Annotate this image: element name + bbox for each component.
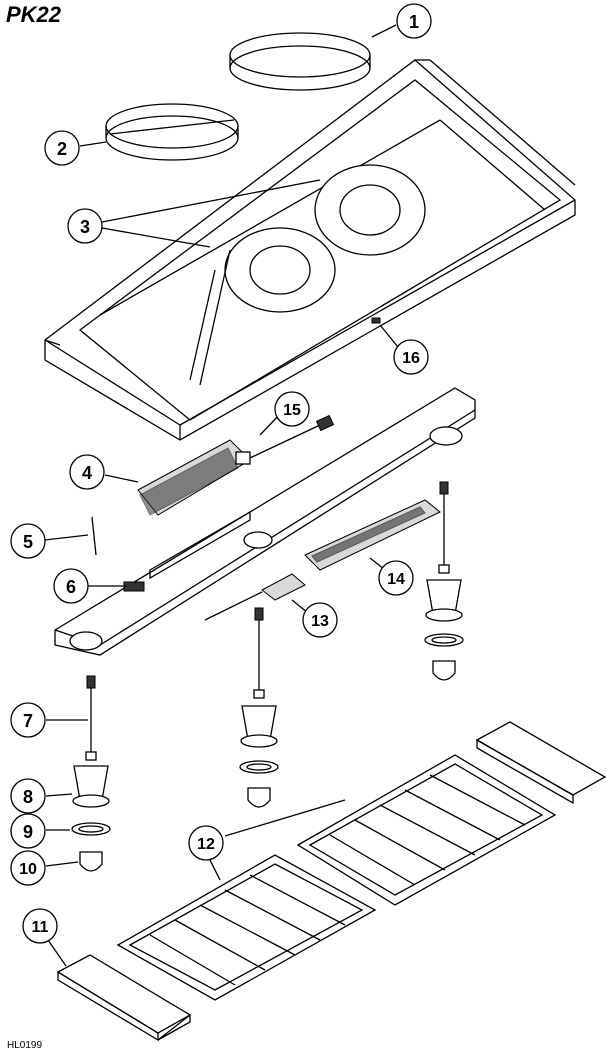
callout-4: 4 — [69, 454, 105, 490]
callout-7: 7 — [10, 702, 46, 738]
svg-text:11: 11 — [32, 919, 49, 936]
callout-16: 16 — [393, 339, 429, 375]
svg-text:6: 6 — [66, 577, 76, 597]
diagram-title: PK22 — [6, 2, 62, 27]
part-hood-housing — [44, 59, 576, 441]
callout-13: 13 — [302, 602, 338, 638]
svg-text:15: 15 — [283, 402, 301, 419]
svg-text:3: 3 — [80, 217, 90, 237]
callout-12: 12 — [188, 825, 224, 861]
part-damper-collar — [105, 103, 239, 161]
callouts: 1 2 3 4 5 6 7 8 — [10, 3, 432, 944]
part-light-assembly-middle — [239, 607, 279, 808]
callout-1: 1 — [396, 3, 432, 39]
callout-10: 10 — [10, 850, 46, 886]
svg-text:12: 12 — [197, 836, 215, 853]
part-wire-harness — [249, 414, 335, 459]
part-control-tray — [54, 387, 476, 656]
callout-9: 9 — [10, 813, 46, 849]
part-screw-and-clip — [91, 516, 145, 592]
leader-lines — [44, 24, 399, 967]
callout-5: 5 — [10, 523, 46, 559]
part-light-assembly-left — [71, 675, 111, 872]
svg-text:14: 14 — [387, 571, 405, 588]
callout-15: 15 — [274, 391, 310, 427]
callout-11: 11 — [22, 908, 58, 944]
part-light-assembly-right — [424, 481, 464, 681]
svg-text:10: 10 — [19, 861, 37, 878]
callout-3: 3 — [67, 208, 103, 244]
svg-text:4: 4 — [82, 463, 92, 483]
callout-6: 6 — [53, 568, 89, 604]
svg-text:16: 16 — [402, 350, 420, 367]
part-circuit-board — [304, 499, 441, 571]
svg-text:2: 2 — [57, 139, 67, 159]
svg-text:13: 13 — [311, 613, 329, 630]
part-collar-ring — [229, 32, 371, 91]
svg-text:9: 9 — [23, 822, 33, 842]
callout-2: 2 — [44, 130, 80, 166]
callout-14: 14 — [378, 560, 414, 596]
svg-text:8: 8 — [23, 787, 33, 807]
callout-8: 8 — [10, 778, 46, 814]
part-electronics-module — [137, 439, 251, 516]
svg-text:7: 7 — [23, 711, 33, 731]
part-filter-spacers — [56, 721, 606, 1042]
part-filters — [116, 754, 557, 1001]
part-switch-module — [204, 573, 306, 621]
drawing-code: HL0199 — [7, 1040, 43, 1051]
svg-text:1: 1 — [409, 12, 419, 32]
svg-text:5: 5 — [23, 532, 33, 552]
